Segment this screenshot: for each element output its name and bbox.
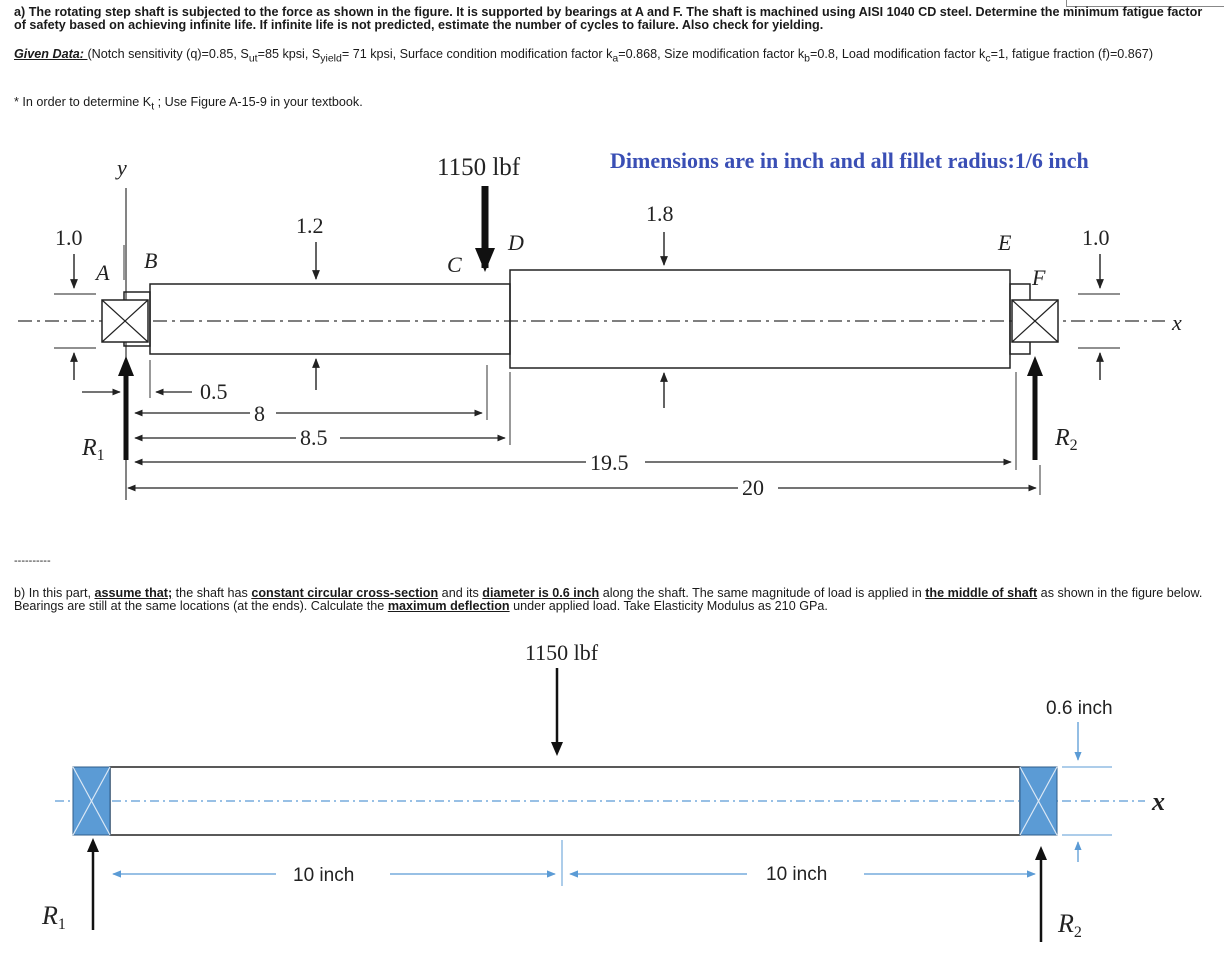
kc-sub: c <box>985 52 991 65</box>
kt-note: * In order to determine Kt ; Use Figure … <box>14 96 1212 114</box>
kc-val: =1, fatigue fraction (f)=0.867) <box>990 47 1154 61</box>
given-data: Given Data: (Notch sensitivity (q)=0.85,… <box>14 48 1212 66</box>
sut-val: =85 kpsi, S <box>257 47 321 61</box>
part-b-t5: as shown in the figure below. Bearings a… <box>14 586 1203 613</box>
shaft-large-section <box>509 269 1011 369</box>
syield-sub: yield <box>320 52 342 65</box>
kb-sub: b <box>804 52 810 65</box>
part-b-t3: and its <box>438 586 483 600</box>
shaft-b <box>109 766 1021 836</box>
bearing-right-b <box>1019 766 1058 836</box>
diameter-label-b: 0.6 inch <box>1046 698 1113 719</box>
given-text: (Notch sensitivity (q)=0.85, S <box>87 47 249 61</box>
part-b-t4: along the shaft. The same magnitude of l… <box>599 586 926 600</box>
part-b-t1: b) In this part, <box>14 586 95 600</box>
kb-val: =0.8, Load modification factor k <box>809 47 986 61</box>
reaction-r1-label: R1 <box>81 435 105 464</box>
diam-small-section: 1.2 <box>296 213 324 238</box>
sut-sub: ut <box>248 52 258 65</box>
note-prefix: * In order to determine K <box>14 95 152 109</box>
note-suffix: ; Use Figure A-15-9 in your textbook. <box>154 95 363 109</box>
label-b: B <box>144 248 157 273</box>
shaft-small-section <box>149 283 511 355</box>
diam-large-section: 1.8 <box>646 201 674 226</box>
label-d: D <box>507 230 524 255</box>
part-b-u3: diameter is 0.6 inch <box>482 586 600 600</box>
load-label-b: 1150 lbf <box>525 640 599 665</box>
part-b-u5: maximum deflection <box>387 599 510 613</box>
dim-20: 20 <box>742 475 764 500</box>
ka-sub: a <box>612 52 619 65</box>
label-y: y <box>115 155 127 180</box>
label-x-b: x <box>1151 787 1165 816</box>
label-a: A <box>94 260 110 285</box>
diam-left-bearing: 1.0 <box>55 225 83 250</box>
ka-val: =0.868, Size modification factor k <box>618 47 805 61</box>
dimensions-note: Dimensions are in inch and all fillet ra… <box>610 148 1089 173</box>
label-x: x <box>1171 310 1182 335</box>
figure-a-step-shaft: Dimensions are in inch and all fillet ra… <box>18 148 1182 500</box>
part-b-u2: constant circular cross-section <box>251 586 439 600</box>
label-c: C <box>447 252 462 277</box>
reaction-r2-label-b: R2 <box>1057 909 1082 941</box>
bearing-a <box>101 299 149 343</box>
part-b-t6: under applied load. Take Elasticity Modu… <box>509 599 828 613</box>
part-a-problem: a) The rotating step shaft is subjected … <box>14 6 1212 32</box>
label-e: E <box>997 230 1012 255</box>
dim-0-5: 0.5 <box>200 379 228 404</box>
figure-b-simple-shaft: 1150 lbf x 0.6 inch 10 inch 10 inch R1 R… <box>41 640 1165 942</box>
part-b-u4: the middle of shaft <box>925 586 1038 600</box>
reaction-r1-label-b: R1 <box>41 901 66 933</box>
top-border-line <box>1066 0 1224 7</box>
dim-19-5: 19.5 <box>590 450 629 475</box>
dim-8: 8 <box>254 401 265 426</box>
part-a-problem-text: a) The rotating step shaft is subjected … <box>14 5 1203 32</box>
part-b-u1: assume that; <box>94 586 173 600</box>
bearing-left-b <box>72 766 111 836</box>
load-label-a: 1150 lbf <box>437 154 521 181</box>
diam-right-bearing: 1.0 <box>1082 225 1110 250</box>
part-b-t2: the shaft has <box>172 586 252 600</box>
label-f: F <box>1031 265 1046 290</box>
part-b-problem: b) In this part, assume that; the shaft … <box>14 587 1212 613</box>
given-data-label: Given Data: <box>14 47 88 61</box>
separator: ---------- <box>14 555 51 567</box>
bearing-f <box>1011 299 1059 343</box>
note-sub: t <box>151 100 155 113</box>
syield-val: = 71 kpsi, Surface condition modificatio… <box>341 47 613 61</box>
right-span-label: 10 inch <box>766 864 827 885</box>
left-span-label: 10 inch <box>293 865 354 886</box>
dim-8-5: 8.5 <box>300 425 328 450</box>
reaction-r2-label: R2 <box>1054 425 1078 454</box>
